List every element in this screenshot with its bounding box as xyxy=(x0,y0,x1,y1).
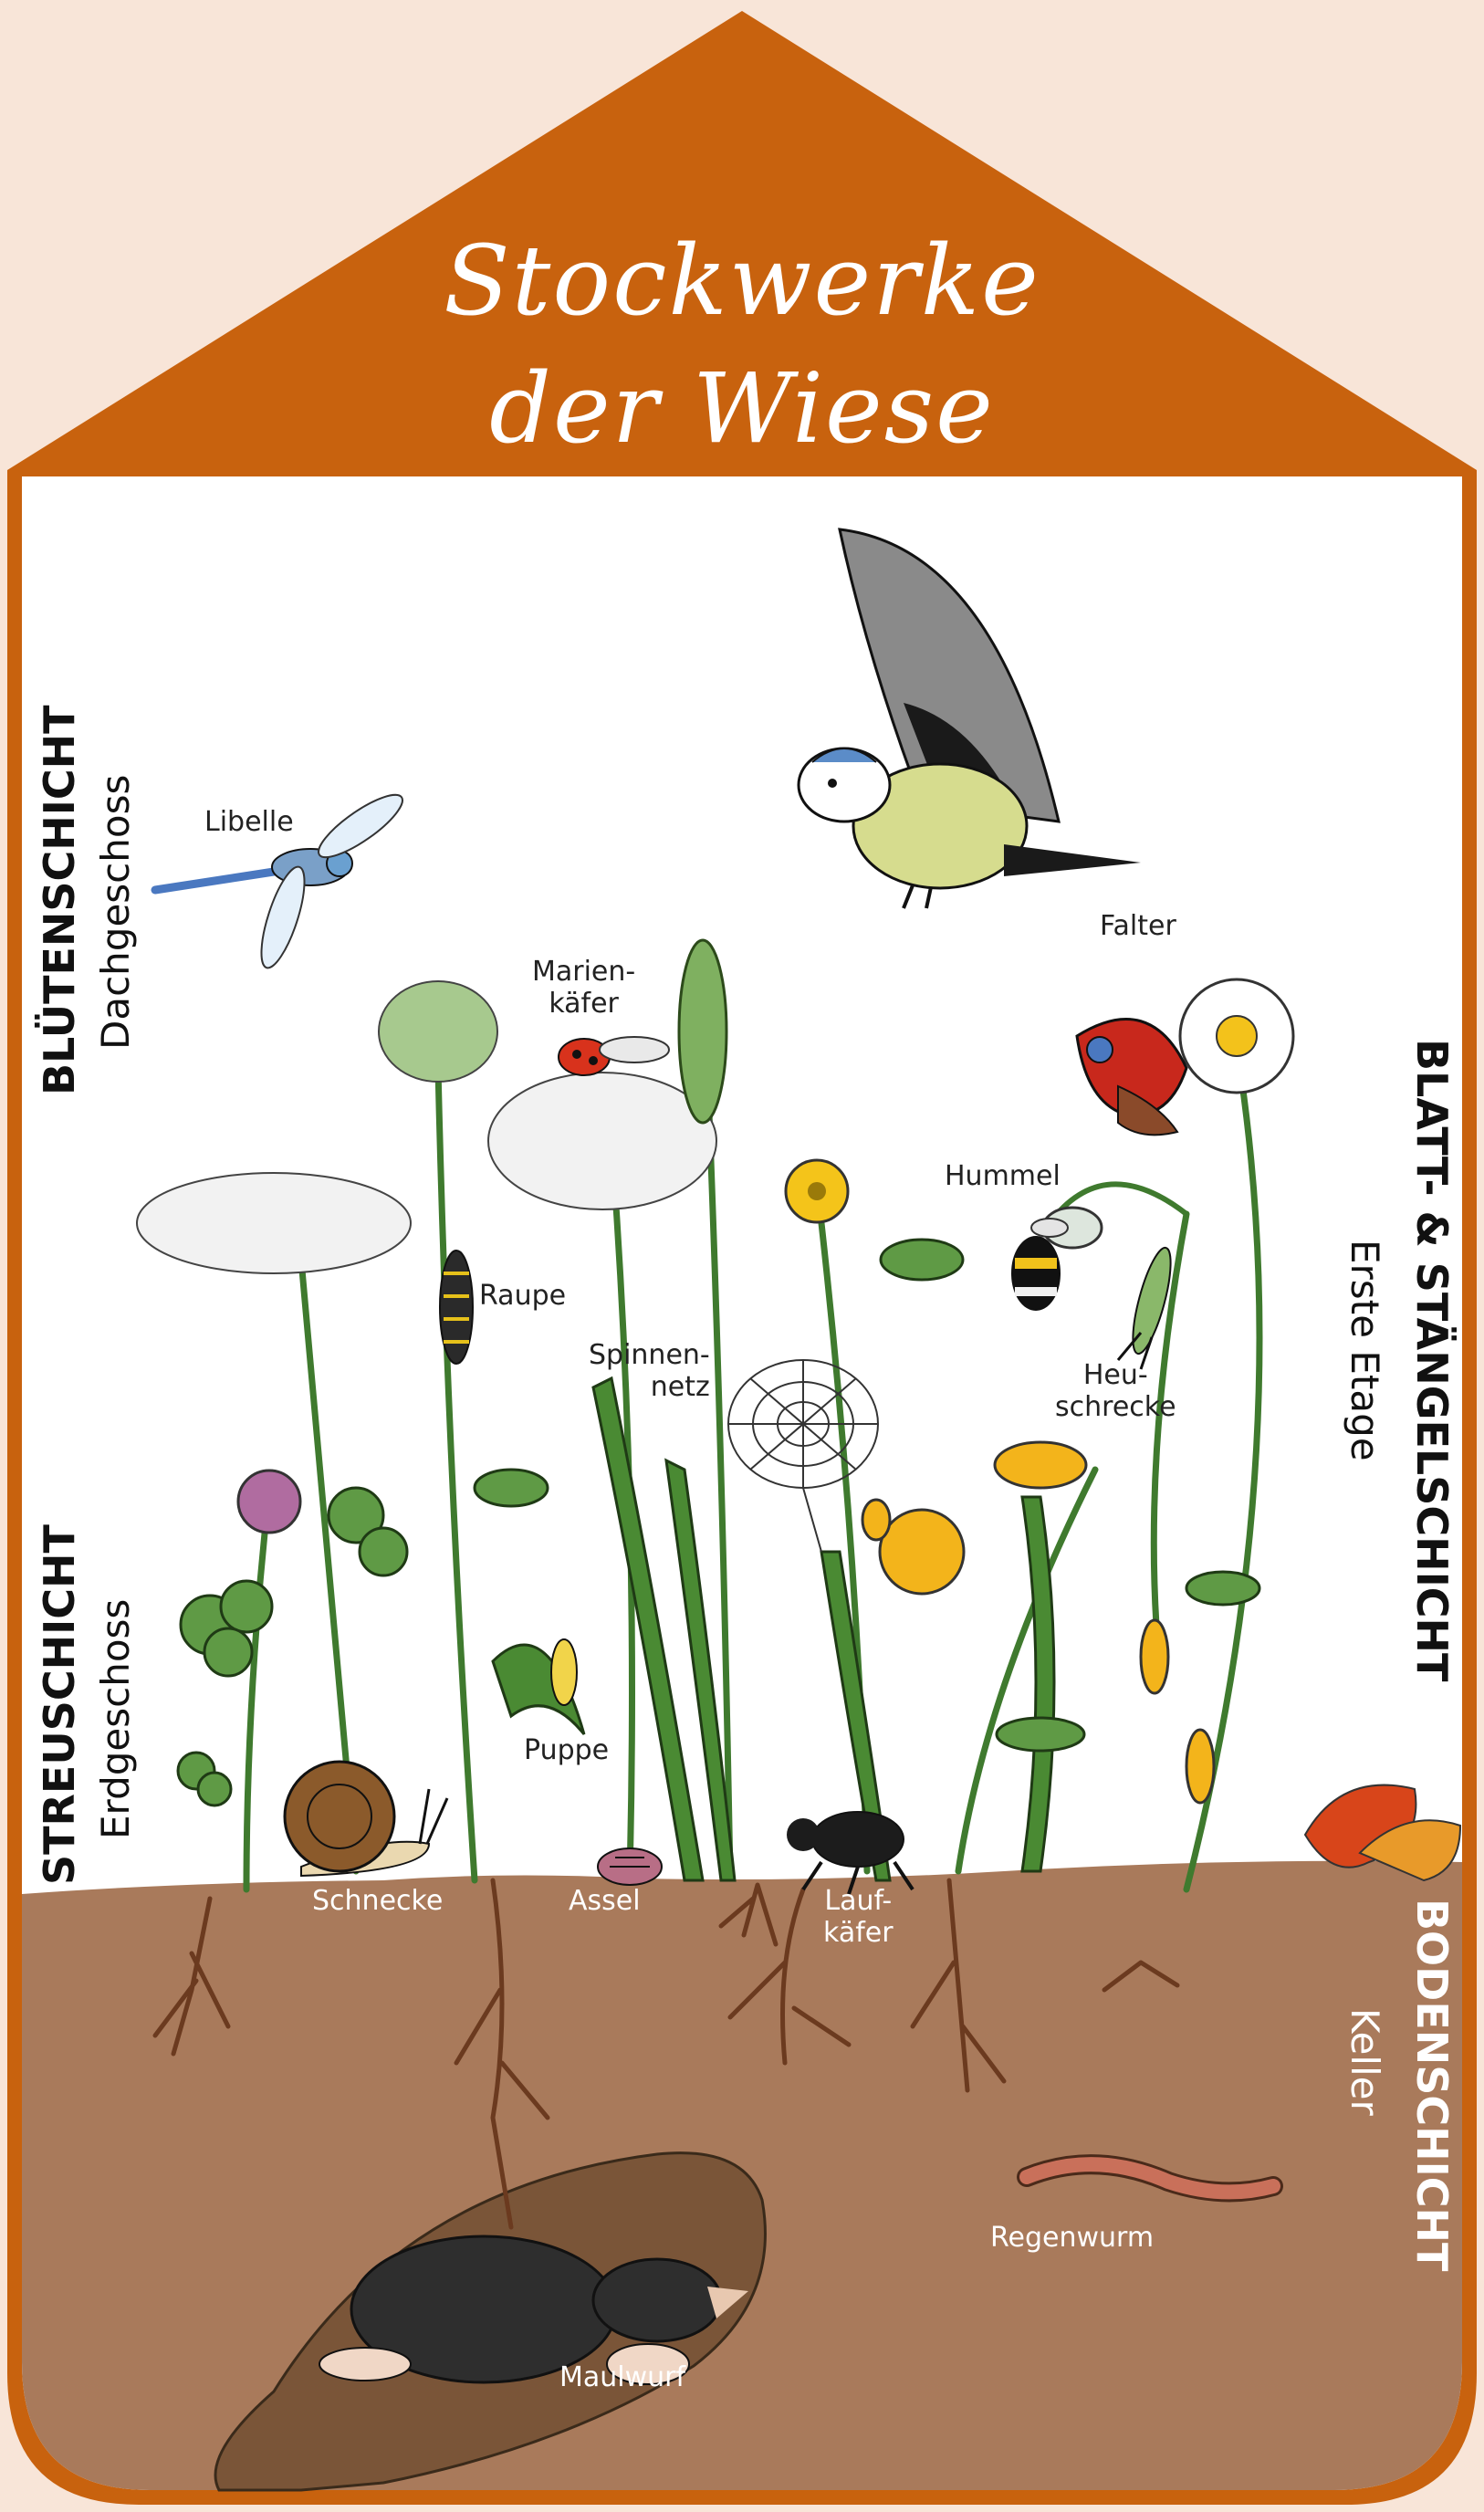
layer-bluetenschicht-name: BLÜTENSCHICHT xyxy=(38,705,80,1095)
label-spinnennetz-line1: Spinnen- xyxy=(589,1340,710,1372)
layer-streuschicht-name: STREUSCHICHT xyxy=(38,1524,80,1885)
layer-streuschicht-floor: Erdgeschoss xyxy=(97,1599,135,1839)
caterpillar xyxy=(440,1251,473,1364)
title-line-1: Stockwerke xyxy=(0,233,1484,330)
label-assel: Assel xyxy=(569,1886,641,1918)
layer-blatt-staengel-floor: Erste Etage xyxy=(1345,1240,1384,1461)
label-laufkaefer: Lauf- käfer xyxy=(823,1886,894,1949)
label-spinnennetz-line2: netz xyxy=(589,1372,710,1404)
label-falter: Falter xyxy=(1100,911,1176,943)
buttercup-flower xyxy=(786,1160,848,1222)
label-heuschrecke-line2: schrecke xyxy=(1055,1392,1176,1424)
label-marienkaefer-line2: käfer xyxy=(532,989,635,1020)
label-heuschrecke-line1: Heu- xyxy=(1055,1360,1176,1392)
layer-bluetenschicht-floor: Dachgeschoss xyxy=(97,775,135,1050)
pupa xyxy=(551,1639,577,1705)
label-regenwurm: Regenwurm xyxy=(990,2223,1154,2255)
label-maulwurf: Maulwurf xyxy=(559,2362,685,2394)
label-marienkaefer-line1: Marien- xyxy=(532,957,635,989)
daisy-flower xyxy=(1180,979,1293,1093)
label-hummel: Hummel xyxy=(945,1161,1061,1193)
label-heuschrecke: Heu- schrecke xyxy=(1055,1360,1176,1423)
label-raupe: Raupe xyxy=(479,1281,566,1313)
title-line-2: der Wiese xyxy=(0,361,1484,457)
label-marienkaefer: Marien- käfer xyxy=(532,957,635,1020)
label-puppe: Puppe xyxy=(524,1735,609,1767)
layer-bodenschicht-floor: Keller xyxy=(1345,2008,1384,2116)
woodlouse xyxy=(598,1848,662,1885)
grass-panicle xyxy=(679,940,726,1123)
label-spinnennetz: Spinnen- netz xyxy=(589,1340,710,1403)
layer-bodenschicht-name: BODENSCHICHT xyxy=(1411,1899,1453,2271)
clover-flower xyxy=(238,1471,300,1533)
label-schnecke: Schnecke xyxy=(312,1886,443,1918)
label-laufkaefer-line1: Lauf- xyxy=(823,1886,894,1918)
label-libelle: Libelle xyxy=(204,807,294,839)
label-laufkaefer-line2: käfer xyxy=(823,1918,894,1950)
layer-blatt-staengel-name: BLATT- & STÄNGELSCHICHT xyxy=(1411,1039,1453,1681)
